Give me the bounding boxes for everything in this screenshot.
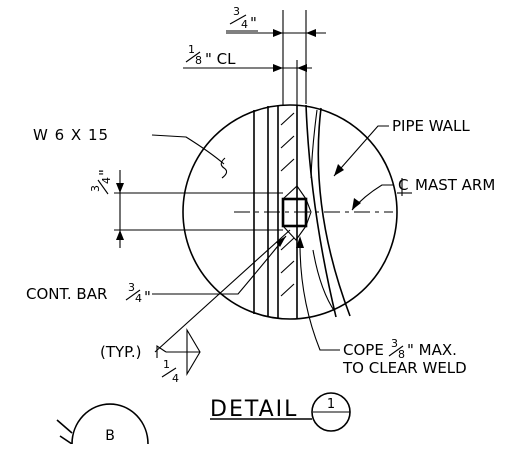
detail-number: 1 (327, 397, 335, 412)
weld-size-denominator: 4 (172, 372, 179, 385)
cont-bar-unit: " (144, 288, 151, 306)
cont-bar-label: CONT. BAR (26, 285, 107, 303)
cope-label-prefix: COPE (343, 341, 384, 359)
cl-dim-denominator: 8 (195, 54, 202, 67)
left-dim-unit: " (96, 169, 114, 176)
section-ref-letter: B (105, 428, 115, 444)
cope-leader (296, 236, 340, 351)
section-reference (56, 403, 149, 445)
cont-bar-denominator: 4 (135, 292, 142, 305)
detail-circle (182, 104, 398, 320)
left-dim-denominator: 4 (100, 177, 113, 184)
weld-size-numerator: 1 (163, 358, 170, 371)
top-dim-unit: " (250, 14, 257, 32)
cope-label-line2: TO CLEAR WELD (342, 359, 467, 377)
beam-label: W 6 X 15 (33, 126, 109, 144)
top-dim-denominator: 4 (241, 18, 248, 31)
typical-label: (TYP.) (100, 343, 142, 361)
cl-dim-suffix: " CL (205, 50, 236, 68)
pipe-wall (305, 104, 351, 318)
top-dim-numerator: 3 (233, 5, 240, 18)
left-dimension (116, 170, 124, 248)
pipe-wall-leader (333, 125, 389, 177)
cont-bar-numerator: 3 (128, 281, 135, 294)
left-dim-numerator: 3 (89, 185, 102, 192)
beam-leader (151, 134, 228, 179)
cope-label-suffix: " MAX. (407, 341, 457, 359)
detail-title: DETAIL (210, 397, 298, 422)
cope-denominator: 8 (398, 348, 405, 361)
weld-symbol (154, 229, 291, 377)
svg-text:C: C (398, 176, 408, 194)
mast-arm-leader (351, 184, 394, 211)
left-dimension-label: 3 4 " (89, 169, 114, 195)
cont-bar-leader (152, 235, 287, 295)
top-dimension (226, 10, 326, 105)
mast-arm-label: MAST ARM (415, 176, 495, 194)
centerline-symbol: C (397, 176, 412, 196)
cl-dim-numerator: 1 (188, 43, 195, 56)
cl-dimension (183, 60, 312, 105)
pipe-wall-label: PIPE WALL (392, 117, 470, 135)
cope-numerator: 3 (391, 337, 398, 350)
